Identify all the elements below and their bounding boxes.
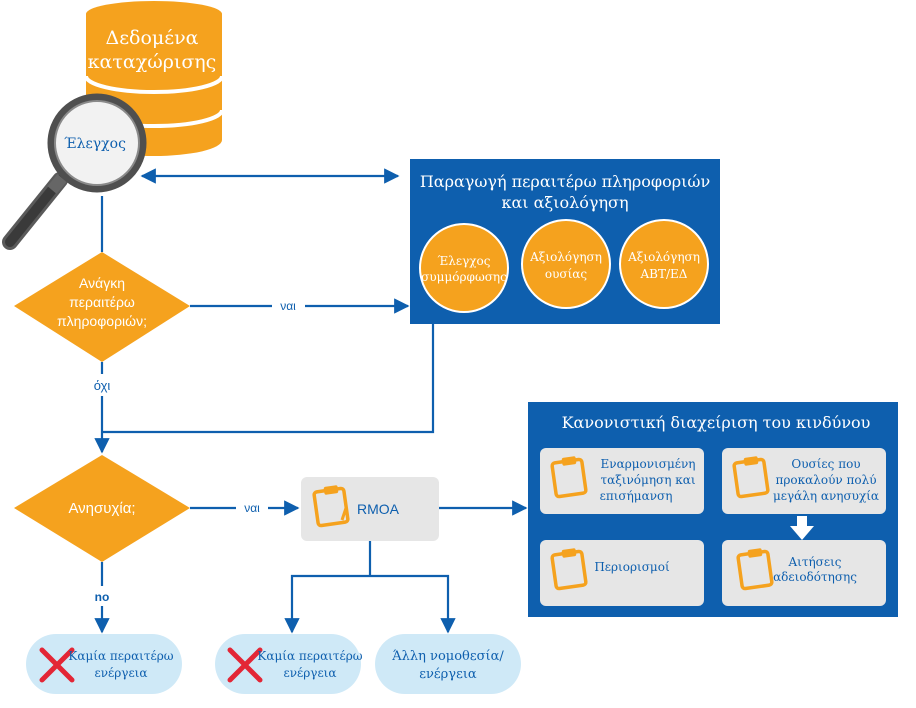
edge-label-no-info: όχι [94, 378, 111, 393]
arrow-down-icon [790, 516, 814, 540]
further-info-box: Παραγωγή περαιτέρω πληροφοριών και αξιολ… [410, 159, 720, 324]
compliance-check-line2: συμμόρφωσης [421, 270, 507, 284]
card-authorisation: Αιτήσεις αδειοδότησης [722, 540, 886, 606]
card-harmonised-classification: Εναρμονισμένη ταξινόμηση και επισήμανση [540, 448, 704, 514]
compliance-check-line1: Έλεγχος [437, 254, 490, 268]
clipboard-icon [736, 548, 774, 591]
outcome-no-action-left-line1: Καμία περαιτέρω [68, 649, 173, 663]
decision-concern-label: Ανησυχία; [68, 500, 135, 517]
edge-label-no-concern: no [95, 590, 110, 604]
substance-evaluation-line1: Αξιολόγηση [529, 250, 602, 264]
substance-evaluation-circle: Αξιολόγηση ουσίας [521, 219, 611, 309]
clipboard-icon [550, 548, 588, 591]
outcome-no-action-left: Καμία περαιτέρω ενέργεια [26, 634, 182, 694]
outcome-no-action-mid: Καμία περαιτέρω ενέργεια [215, 634, 363, 694]
pbt-evaluation-circle: Αξιολόγηση ΑΒΤ/ΕΔ [619, 219, 709, 309]
card-svhc: Ουσίες που προκαλούν πολύ μεγάλη ανησυχί… [722, 448, 886, 514]
edge-label-yes-info: ναι [280, 299, 296, 313]
compliance-check-circle: Έλεγχος συμμόρφωσης [419, 223, 509, 313]
further-info-title-line1: Παραγωγή περαιτέρω πληροφοριών [420, 172, 710, 191]
card-harmonised-line1: Εναρμονισμένη [601, 457, 696, 471]
decision-need-info-line2: περαιτέρω [69, 294, 135, 310]
rmoa-label: RMOA [357, 501, 400, 517]
risk-management-title: Κανονιστική διαχείριση του κινδύνου [562, 413, 871, 432]
card-authorisation-line2: αδειοδότησης [773, 570, 857, 584]
substance-evaluation-line2: ουσίας [545, 267, 588, 281]
check-label: Έλεγχος [64, 136, 126, 152]
clipboard-icon [312, 485, 350, 528]
card-authorisation-line1: Αιτήσεις [787, 555, 841, 569]
red-cross-icon [227, 647, 263, 683]
magnifier-icon: Έλεγχος [2, 93, 147, 250]
database-label-line2: καταχώρισης [88, 51, 217, 73]
edge-label-yes-concern: ναι [244, 501, 260, 515]
card-svhc-line3: μεγάλη ανησυχία [773, 489, 879, 503]
red-cross-icon [39, 647, 75, 683]
card-restrictions: Περιορισμοί [540, 540, 704, 606]
outcome-no-action-mid-line1: Καμία περαιτέρω [257, 649, 362, 663]
clipboard-icon [550, 456, 588, 499]
risk-management-box: Κανονιστική διαχείριση του κινδύνου Εναρ… [528, 402, 898, 617]
clipboard-icon [732, 456, 770, 499]
outcome-no-action-left-line2: ενέργεια [95, 666, 148, 680]
outcome-other-legislation: Άλλη νομοθεσία/ ενέργεια [375, 634, 521, 694]
outcome-other-legislation-line1: Άλλη νομοθεσία/ [391, 649, 504, 664]
card-restrictions-line1: Περιορισμοί [594, 560, 670, 574]
outcome-no-action-mid-line2: ενέργεια [284, 666, 337, 680]
rmoa-box: RMOA [301, 477, 439, 541]
pbt-evaluation-line2: ΑΒΤ/ΕΔ [640, 267, 688, 281]
card-harmonised-line2: ταξινόμηση και [600, 473, 695, 487]
card-svhc-line2: προκαλούν πολύ [775, 473, 876, 487]
connectors [94, 168, 528, 634]
card-svhc-line1: Ουσίες που [791, 457, 860, 471]
edge-rmoa-to-other-law [370, 574, 456, 634]
edge-further-info-return [102, 324, 435, 434]
pbt-evaluation-line1: Αξιολόγηση [627, 250, 700, 264]
decision-need-info: Ανάγκη περαιτέρω πληροφοριών; [14, 252, 190, 362]
edge-rmoa-to-no-action [284, 574, 370, 634]
database-label-line1: Δεδομένα [105, 27, 198, 49]
card-harmonised-line3: επισήμανση [600, 489, 673, 503]
outcome-other-legislation-line2: ενέργεια [419, 667, 477, 682]
decision-need-info-line3: πληροφοριών; [57, 313, 147, 329]
decision-concern: Ανησυχία; [14, 455, 190, 562]
decision-need-info-line1: Ανάγκη [79, 275, 125, 291]
further-info-title-line2: και αξιολόγηση [501, 193, 628, 212]
